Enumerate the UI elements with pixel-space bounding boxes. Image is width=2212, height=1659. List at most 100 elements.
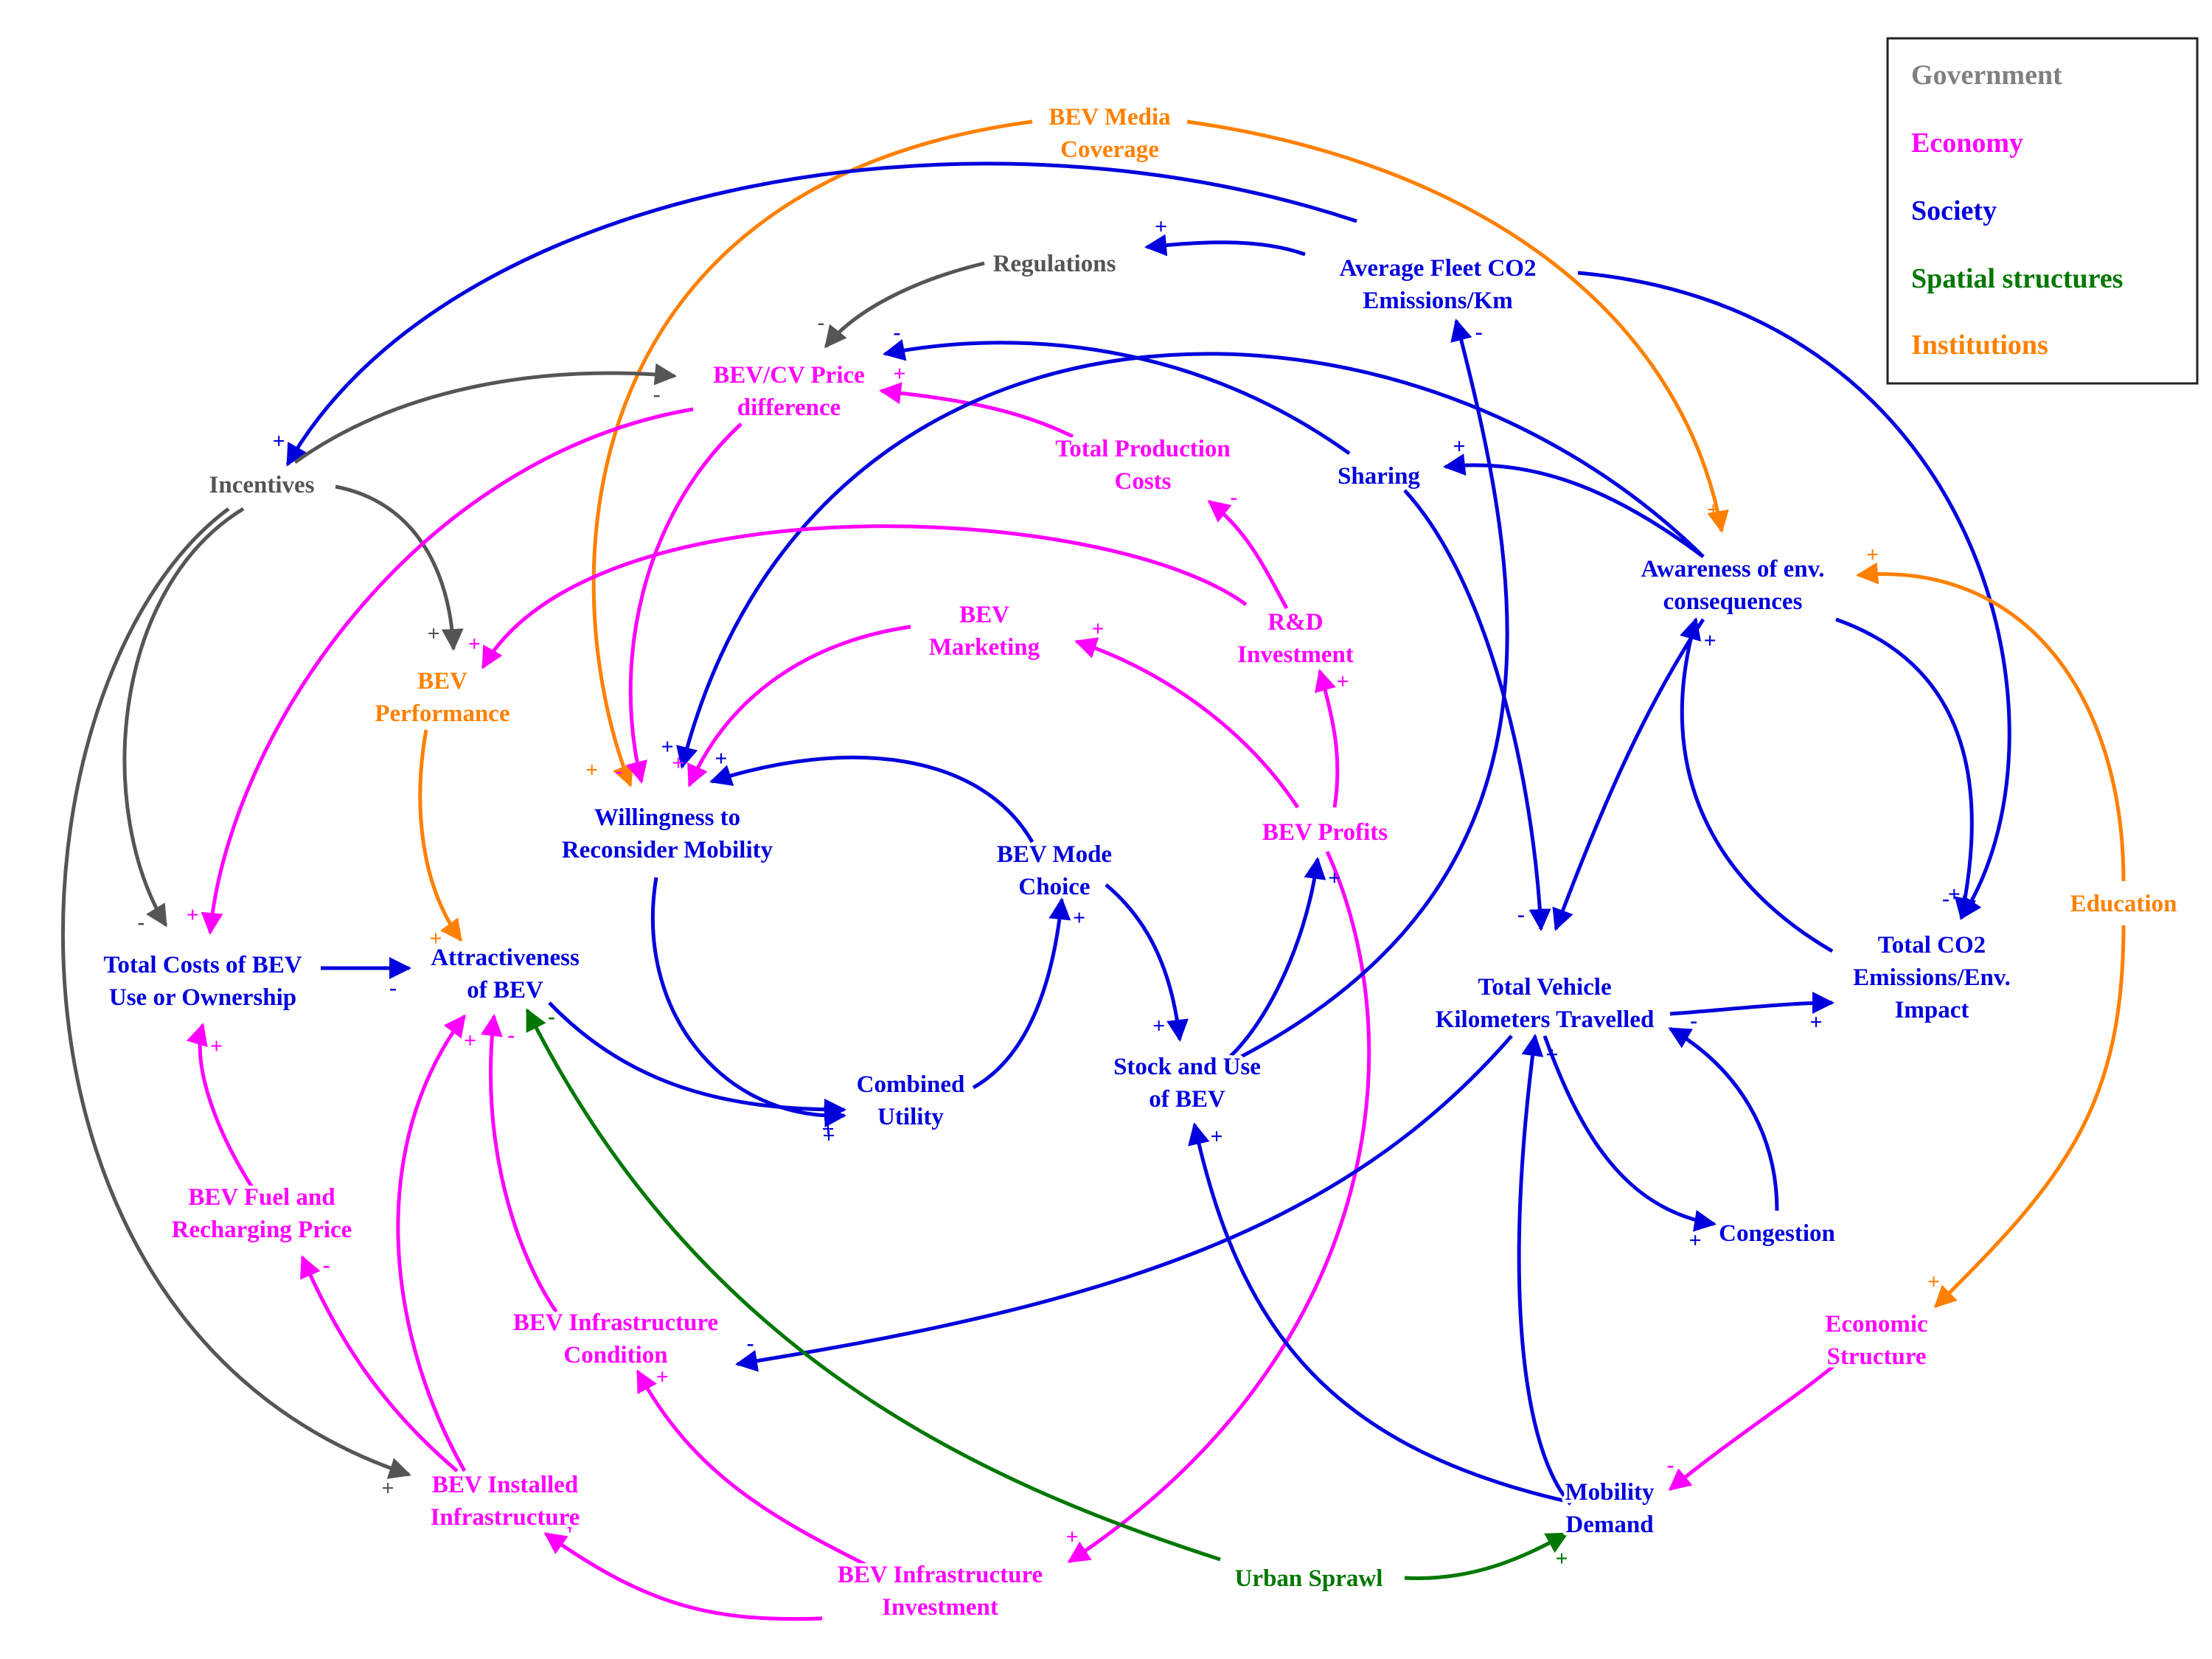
sign-installed-to-fuel: - bbox=[323, 1253, 330, 1277]
link-mobdemand-to-stock bbox=[1188, 1122, 1564, 1503]
sign-infrainv-to-infracond: + bbox=[656, 1365, 669, 1389]
link-sprawl-to-mobdemand bbox=[1404, 1531, 1569, 1580]
link-utility-to-modechoice bbox=[972, 897, 1071, 1090]
link-awareness-to-willingness bbox=[676, 352, 1705, 769]
sign-mobdemand-to-stock: + bbox=[1211, 1124, 1223, 1149]
link-stock-to-co2km bbox=[1230, 319, 1509, 1064]
sign-media-to-willingness: + bbox=[585, 758, 598, 782]
link-congestion-to-vkt bbox=[1668, 1026, 1779, 1211]
sign-profits-to-marketing: + bbox=[1092, 616, 1105, 641]
link-price-to-willingness bbox=[625, 422, 742, 784]
link-infrainv-to-infracond bbox=[636, 1369, 872, 1569]
node-congestion: Congestion bbox=[1719, 1220, 1835, 1247]
sign-education-to-awareness: + bbox=[1866, 543, 1879, 567]
node-halo-education: Education bbox=[2070, 891, 2177, 917]
link-infrainv-to-installed bbox=[543, 1531, 823, 1621]
link-installed-to-fuel bbox=[300, 1255, 459, 1472]
sign-installed-to-attract: + bbox=[464, 1029, 476, 1053]
sign-stock-to-profits: + bbox=[1328, 866, 1340, 890]
link-co2km-to-totalco2 bbox=[1577, 271, 2011, 920]
legend-spatial-structures: Spatial structures bbox=[1911, 263, 2123, 294]
sign-rd-to-prodcost: - bbox=[1230, 484, 1237, 509]
link-price-to-totalcosts bbox=[201, 407, 694, 935]
node-halo-profits: BEV Profits bbox=[1262, 819, 1388, 846]
link-awareness-to-vkt bbox=[1552, 618, 1705, 931]
sign-incentives-to-performance: + bbox=[427, 622, 439, 646]
sign-totalco2-to-awareness: + bbox=[1703, 628, 1716, 653]
sign-fuel-to-totalcosts: + bbox=[210, 1034, 223, 1059]
sign-congestion-to-vkt: - bbox=[1690, 1009, 1697, 1033]
link-marketing-to-willingness bbox=[687, 625, 911, 787]
link-sharing-to-vkt bbox=[1403, 489, 1551, 931]
node-education: Education bbox=[2070, 891, 2177, 917]
sign-totalcosts-to-attract: - bbox=[389, 975, 397, 1000]
sign-vkt-to-congestion: + bbox=[1689, 1228, 1702, 1253]
link-sharing-to-price bbox=[883, 339, 1351, 456]
sign-awareness-to-totalco2: - bbox=[1942, 886, 1950, 911]
link-prodcost-to-price bbox=[879, 382, 1074, 439]
link-awareness-to-sharing bbox=[1443, 453, 1705, 559]
sign-infracond-to-attract: - bbox=[507, 1023, 515, 1047]
link-sprawl-to-attract bbox=[525, 1008, 1221, 1562]
link-econstruct-to-mobdemand bbox=[1668, 1363, 1837, 1491]
node-awareness: Awareness of env.consequences bbox=[1641, 556, 1824, 615]
link-incentives-to-installed bbox=[61, 507, 411, 1479]
link-installed-to-attract bbox=[396, 1014, 467, 1472]
node-sprawl: Urban Sprawl bbox=[1235, 1565, 1383, 1592]
sign-sharing-to-price: - bbox=[894, 320, 901, 344]
sign-sprawl-to-mobdemand: + bbox=[1556, 1546, 1568, 1571]
sign-regs-to-price: - bbox=[817, 310, 824, 335]
sign-utility-to-modechoice: + bbox=[1073, 906, 1085, 931]
sign-awareness-to-vkt: - bbox=[1540, 895, 1547, 919]
sign-price-to-totalcosts: + bbox=[187, 903, 199, 928]
sign-willingness-to-utility: + bbox=[823, 1124, 835, 1148]
sign-incentives-to-installed: + bbox=[381, 1476, 394, 1500]
link-mobdemand-to-vkt bbox=[1517, 1034, 1572, 1506]
node-halo-incentives: Incentives bbox=[209, 472, 315, 498]
link-rd-to-prodcost bbox=[1207, 500, 1289, 610]
node-halo-sharing: Sharing bbox=[1338, 463, 1420, 490]
node-profits: BEV Profits bbox=[1262, 819, 1388, 846]
node-incentives: Incentives bbox=[209, 472, 315, 498]
sign-sharing-to-vkt: - bbox=[1517, 902, 1525, 926]
link-vkt-to-congestion bbox=[1543, 1035, 1717, 1232]
link-incentives-to-price bbox=[293, 363, 677, 465]
link-education-to-awareness bbox=[1856, 562, 2126, 882]
sign-econstruct-to-mobdemand: - bbox=[1667, 1453, 1674, 1477]
node-halo-sprawl: Urban Sprawl bbox=[1235, 1565, 1383, 1592]
legend: Government Economy Society Spatial struc… bbox=[1886, 37, 2199, 385]
legend-economy: Economy bbox=[1911, 128, 2023, 159]
link-fuel-to-totalcosts bbox=[186, 1023, 257, 1192]
link-education-to-econstruct bbox=[1933, 925, 2126, 1309]
link-profits-to-infrainv bbox=[1067, 850, 1371, 1564]
